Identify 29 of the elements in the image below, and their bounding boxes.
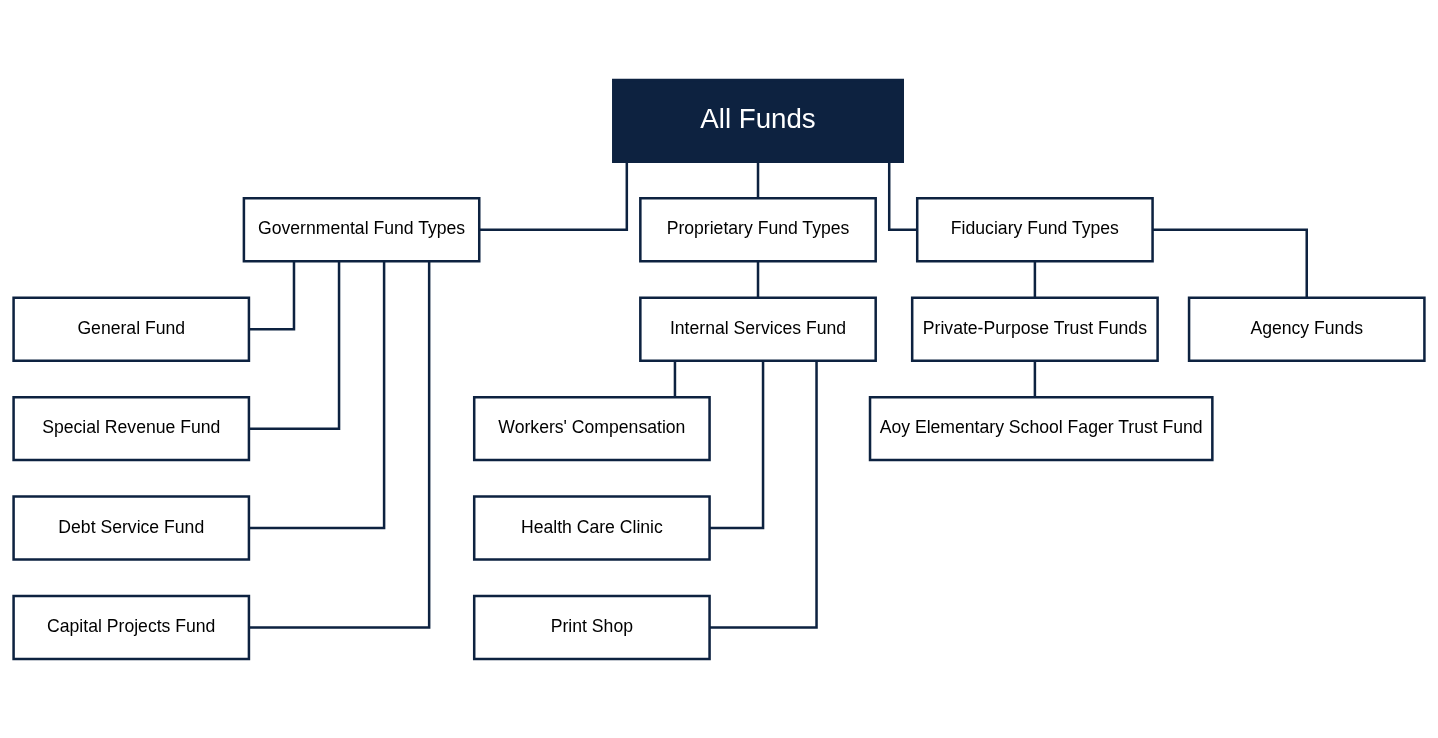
node-box: Governmental Fund Types	[242, 196, 481, 262]
node-box: Capital Projects Fund	[12, 594, 251, 660]
node-box: Debt Service Fund	[12, 494, 251, 561]
connector	[479, 161, 629, 231]
connector	[673, 360, 677, 397]
node-box: Workers' Compensation	[472, 395, 711, 461]
connector	[709, 360, 818, 629]
connector	[249, 260, 341, 430]
node-box: Proprietary Fund Types	[639, 196, 877, 262]
node-box: All Funds	[612, 78, 904, 163]
connector	[1033, 360, 1037, 397]
node-box: Special Revenue Fund	[12, 395, 251, 461]
node-box: General Fund	[12, 296, 251, 362]
node-box: Aoy Elementary School Fager Trust Fund	[868, 395, 1214, 461]
connector	[756, 161, 760, 198]
node-box: Agency Funds	[1187, 296, 1426, 362]
node-box: Fiduciary Fund Types	[915, 196, 1154, 262]
connector	[1152, 228, 1308, 297]
node-box: Internal Services Fund	[639, 296, 877, 362]
connector	[887, 161, 917, 231]
connector	[709, 360, 765, 529]
node-box: Health Care Clinic	[472, 494, 711, 561]
node-box: Print Shop	[472, 594, 711, 660]
connector	[249, 260, 431, 629]
connector	[756, 261, 760, 298]
node-box: Private-Purpose Trust Funds	[910, 296, 1159, 362]
connector	[249, 261, 386, 529]
connector	[1033, 261, 1037, 298]
connector	[249, 261, 296, 330]
